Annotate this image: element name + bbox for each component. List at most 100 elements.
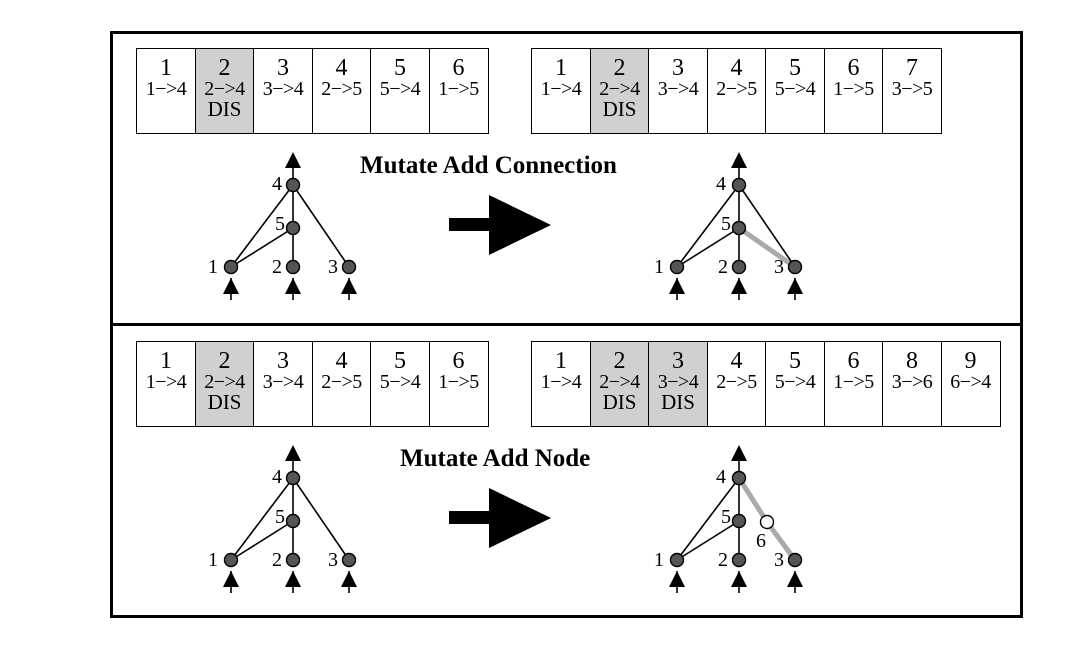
node-label: 2 (718, 549, 728, 571)
panel-add-node (110, 323, 1023, 618)
node-label: 3 (328, 549, 338, 571)
network-before-add-node: 4 5 1 2 3 (208, 445, 357, 593)
node-label: 1 (208, 549, 218, 571)
node (341, 259, 357, 275)
node-label: 2 (718, 256, 728, 278)
edge (292, 184, 350, 268)
network-before-add-connection: 4 5 1 2 3 (208, 152, 357, 300)
new-edge (737, 225, 797, 270)
output-arrow-icon (285, 152, 301, 168)
node (669, 259, 685, 275)
node-label: 5 (721, 506, 731, 528)
node-label: 5 (275, 506, 285, 528)
edge (230, 184, 294, 268)
node (285, 177, 301, 193)
node-label: 2 (272, 549, 282, 571)
node-label: 1 (208, 256, 218, 278)
edge (676, 184, 740, 268)
input-arrow-icon (341, 278, 357, 294)
node-label: 5 (275, 213, 285, 235)
input-arrow-icon (731, 278, 747, 294)
node (731, 552, 747, 568)
node (787, 259, 803, 275)
node (285, 470, 301, 486)
edge (676, 477, 740, 561)
input-arrow-icon (223, 278, 239, 294)
node (285, 259, 301, 275)
network-after-add-node: 4 5 6 1 2 3 (654, 445, 803, 593)
node-label: 2 (272, 256, 282, 278)
node-label: 1 (654, 549, 664, 571)
input-arrow-icon (669, 571, 685, 587)
output-arrow-icon (731, 445, 747, 461)
node (341, 552, 357, 568)
node-label: 4 (272, 173, 282, 195)
network-after-add-connection: 4 5 1 2 3 (654, 152, 803, 300)
node-label: 1 (654, 256, 664, 278)
output-arrow-icon (285, 445, 301, 461)
node (731, 220, 747, 236)
edge (676, 227, 740, 268)
network-edges (676, 459, 798, 593)
edge (230, 477, 294, 561)
panel-title: Mutate Add Connection (360, 152, 617, 179)
node-label: 3 (774, 549, 784, 571)
node (223, 259, 239, 275)
new-edge (736, 476, 770, 524)
node (285, 552, 301, 568)
edge (230, 520, 294, 561)
edge (292, 477, 350, 561)
node (285, 220, 301, 236)
input-arrow-icon (285, 278, 301, 294)
node (285, 513, 301, 529)
input-arrow-icon (669, 278, 685, 294)
edge (676, 520, 740, 561)
input-arrow-icon (341, 571, 357, 587)
new-node (759, 514, 775, 530)
node (731, 177, 747, 193)
node (669, 552, 685, 568)
node (731, 259, 747, 275)
panel-title: Mutate Add Node (400, 445, 591, 472)
right-arrow-icon (449, 488, 551, 548)
node (731, 470, 747, 486)
node (787, 552, 803, 568)
edge (738, 184, 796, 268)
input-arrow-icon (285, 571, 301, 587)
edge (230, 227, 294, 268)
node-label: 4 (716, 466, 726, 488)
node-label: 3 (328, 256, 338, 278)
new-edge (764, 520, 798, 562)
node-label: 4 (272, 466, 282, 488)
node-label: 4 (716, 173, 726, 195)
output-arrow-icon (731, 152, 747, 168)
